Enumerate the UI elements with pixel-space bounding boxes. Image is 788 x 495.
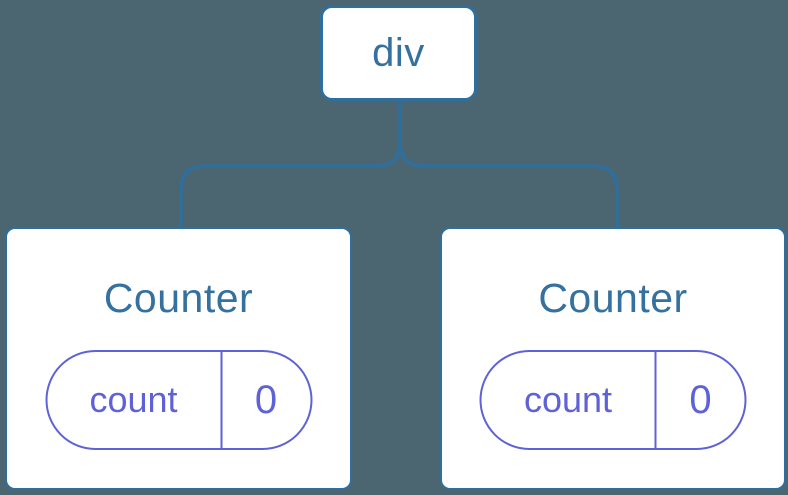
connector-left-branch bbox=[179, 99, 402, 229]
state-key-cell: count bbox=[47, 352, 222, 448]
state-value-label: 0 bbox=[254, 377, 278, 422]
state-value-cell: 0 bbox=[222, 352, 310, 448]
component-name-label: Counter bbox=[103, 275, 254, 321]
state-key-cell: count bbox=[482, 352, 657, 448]
counter-card-left: Counter count 0 bbox=[5, 227, 352, 490]
state-value-cell: 0 bbox=[657, 352, 745, 448]
state-key-label: count bbox=[89, 379, 178, 420]
component-name-label: Counter bbox=[538, 275, 688, 321]
state-pill: count 0 bbox=[479, 350, 747, 450]
connector-right-branch bbox=[398, 140, 619, 229]
state-value-label: 0 bbox=[689, 377, 712, 422]
root-node: div bbox=[320, 5, 477, 101]
state-pill: count 0 bbox=[45, 350, 312, 450]
counter-card-right: Counter count 0 bbox=[440, 227, 786, 490]
root-node-label: div bbox=[372, 30, 425, 75]
state-key-label: count bbox=[523, 379, 613, 420]
